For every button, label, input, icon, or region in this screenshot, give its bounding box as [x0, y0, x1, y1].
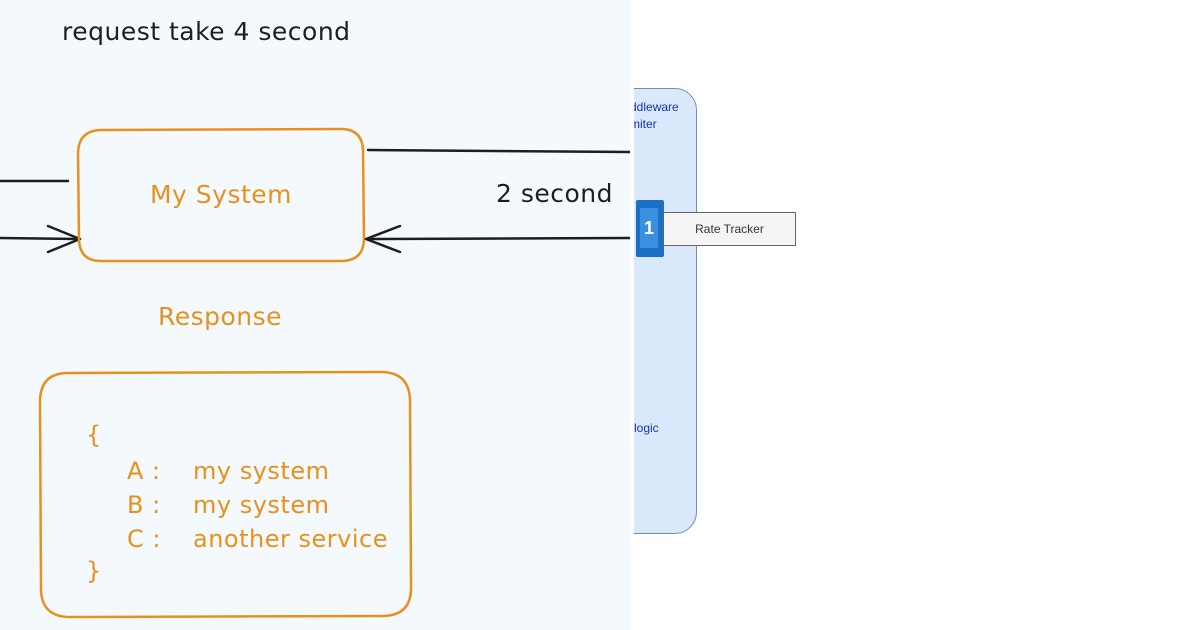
return-arrow-line	[366, 236, 630, 241]
response-title: Response	[158, 302, 282, 331]
my-system-box	[76, 127, 366, 263]
response-box	[38, 370, 413, 619]
middleware-title-line2: miter	[634, 117, 657, 131]
json-key-b: B :	[127, 491, 161, 519]
middleware-clip: ddleware miter logic 1	[634, 0, 1200, 630]
json-value-b: my system	[193, 491, 329, 519]
json-value-a: my system	[193, 457, 329, 485]
step-badge[interactable]: 1	[636, 200, 664, 257]
middleware-title-line1: ddleware	[634, 100, 679, 114]
incoming-response-arrow-line	[0, 236, 80, 241]
json-close-brace: }	[86, 557, 102, 585]
middleware-container[interactable]	[634, 88, 697, 534]
json-open-brace: {	[86, 421, 102, 449]
drawio-canvas: ddleware miter logic 1	[630, 0, 1200, 630]
delay-label: 2 second	[496, 179, 613, 208]
step-badge-number: 1	[640, 208, 658, 248]
rate-tracker-box[interactable]: Rate Tracker	[663, 212, 796, 246]
json-key-c: C :	[127, 525, 161, 553]
middleware-logic-label: logic	[634, 421, 659, 435]
sketch-diagram: request take 4 second My System 2 second…	[0, 17, 630, 619]
excalidraw-canvas: request take 4 second My System 2 second…	[0, 0, 630, 630]
json-value-c: another service	[193, 525, 388, 553]
request-time-note: request take 4 second	[62, 17, 351, 46]
outgoing-request-line	[366, 148, 630, 154]
arrowhead-left-icon	[364, 224, 402, 254]
json-key-a: A :	[127, 457, 161, 485]
my-system-label: My System	[150, 180, 292, 209]
